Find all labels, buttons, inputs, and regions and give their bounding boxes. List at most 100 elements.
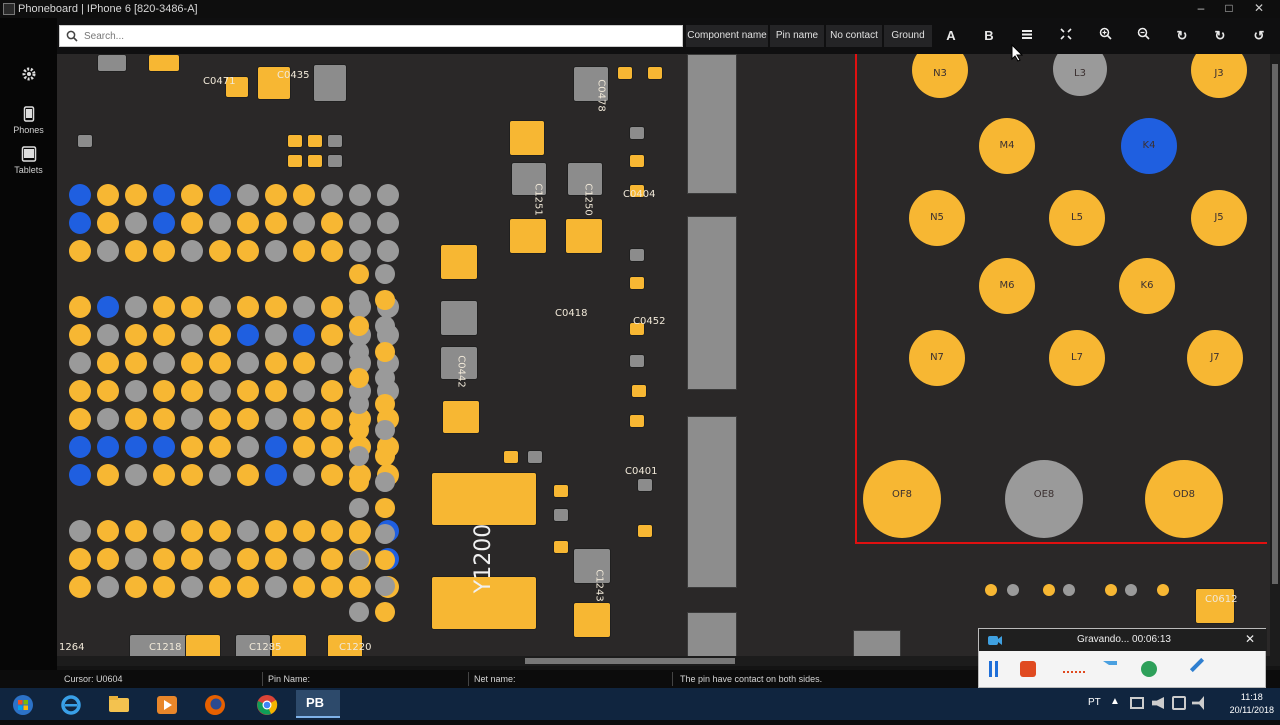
component-pad[interactable] (440, 244, 478, 280)
pin-pad[interactable] (97, 184, 119, 206)
phoneboard-taskbar-button[interactable]: PB (296, 690, 340, 718)
pin-pad[interactable] (293, 352, 315, 374)
pin-pad[interactable] (321, 380, 343, 402)
component-pad[interactable] (629, 354, 645, 368)
vertical-scrollbar[interactable] (1270, 54, 1280, 666)
pin-pad[interactable] (97, 436, 119, 458)
pin-pad[interactable] (209, 296, 231, 318)
rotate-right-icon[interactable]: ↻ (1214, 28, 1226, 43)
pin-pad[interactable] (265, 296, 287, 318)
layers-icon[interactable] (1012, 25, 1042, 47)
pin-pad[interactable] (237, 520, 259, 542)
component-pad[interactable] (629, 322, 645, 336)
network-icon[interactable] (1130, 697, 1144, 709)
component-pad[interactable] (1195, 588, 1235, 624)
pin-pad[interactable] (293, 324, 315, 346)
pin-pad[interactable] (293, 184, 315, 206)
pin-pad[interactable] (985, 584, 997, 596)
component-pad[interactable] (313, 64, 347, 102)
pin-pad[interactable] (237, 464, 259, 486)
pin-pad[interactable] (375, 576, 395, 596)
pin-pad[interactable] (209, 576, 231, 598)
pin-pad[interactable] (265, 548, 287, 570)
recorder-close-icon[interactable]: ✕ (1245, 632, 1256, 646)
webcam-icon[interactable] (1141, 661, 1157, 677)
pin-pad[interactable] (125, 464, 147, 486)
side-b-button[interactable]: B (984, 28, 994, 43)
component-pad[interactable] (617, 66, 633, 80)
pin-pad[interactable] (97, 240, 119, 262)
pad-od8[interactable]: OD8 (1145, 460, 1223, 538)
pin-pad[interactable] (181, 520, 203, 542)
component-pad[interactable] (573, 548, 611, 584)
pin-pad[interactable] (237, 240, 259, 262)
pin-pad[interactable] (153, 324, 175, 346)
pin-pad[interactable] (97, 380, 119, 402)
pin-pad[interactable] (125, 380, 147, 402)
pin-pad[interactable] (69, 212, 91, 234)
pin-pad[interactable] (349, 576, 369, 596)
component-pad[interactable] (573, 602, 611, 638)
pin-pad[interactable] (265, 352, 287, 374)
component-pad[interactable] (637, 478, 653, 492)
chrome-icon[interactable] (246, 690, 290, 718)
component-pad[interactable] (509, 218, 547, 254)
pin-pad[interactable] (349, 264, 369, 284)
pin-pad[interactable] (293, 464, 315, 486)
pin-pad[interactable] (321, 548, 343, 570)
pin-pad[interactable] (125, 408, 147, 430)
pin-pad[interactable] (69, 464, 91, 486)
pin-pad[interactable] (69, 324, 91, 346)
pin-pad[interactable] (375, 264, 395, 284)
component-pad[interactable] (509, 120, 545, 156)
pin-pad[interactable] (181, 408, 203, 430)
language-indicator[interactable]: PT (1088, 697, 1101, 708)
component-pad[interactable] (567, 162, 603, 196)
pin-pad[interactable] (181, 184, 203, 206)
pin-pad[interactable] (1063, 584, 1075, 596)
pin-pad[interactable] (125, 548, 147, 570)
pin-pad[interactable] (153, 212, 175, 234)
pin-pad[interactable] (375, 420, 395, 440)
clock[interactable]: 11:18 20/11/2018 (1230, 691, 1274, 717)
pin-pad[interactable] (349, 472, 369, 492)
component-pad[interactable] (307, 134, 323, 148)
pin-pad[interactable] (237, 436, 259, 458)
stop-icon[interactable] (1020, 661, 1036, 677)
pin-pad[interactable] (1157, 584, 1169, 596)
component-pad[interactable] (629, 248, 645, 262)
pin-pad[interactable] (153, 576, 175, 598)
pencil-icon[interactable] (1189, 657, 1205, 673)
connector-bar[interactable] (687, 54, 737, 194)
pin-pad[interactable] (153, 352, 175, 374)
pin-pad[interactable] (209, 408, 231, 430)
component-name-button[interactable]: Component name (686, 25, 768, 47)
pin-pad[interactable] (125, 352, 147, 374)
pin-pad[interactable] (375, 550, 395, 570)
pin-pad[interactable] (69, 520, 91, 542)
pin-pad[interactable] (237, 324, 259, 346)
ie-icon[interactable] (50, 690, 94, 718)
pin-pad[interactable] (209, 240, 231, 262)
pin-pad[interactable] (321, 436, 343, 458)
pin-pad[interactable] (209, 184, 231, 206)
pin-pad[interactable] (293, 240, 315, 262)
component-pad[interactable] (637, 524, 653, 538)
pin-pad[interactable] (209, 464, 231, 486)
pin-pad[interactable] (153, 296, 175, 318)
component-pad[interactable] (327, 154, 343, 168)
pin-pad[interactable] (293, 380, 315, 402)
pin-pad[interactable] (209, 436, 231, 458)
component-pad[interactable] (629, 276, 645, 290)
fit-screen-icon[interactable] (1051, 25, 1081, 47)
pin-pad[interactable] (125, 212, 147, 234)
pin-pad[interactable] (349, 316, 369, 336)
sidebar-item-tablets[interactable]: Tablets (0, 146, 57, 175)
pin-pad[interactable] (125, 296, 147, 318)
component-pad[interactable] (629, 154, 645, 168)
pad-j5[interactable]: J5 (1191, 190, 1247, 246)
pin-pad[interactable] (1125, 584, 1137, 596)
minimize-button[interactable]: – (1197, 1, 1205, 15)
pin-pad[interactable] (349, 368, 369, 388)
pin-pad[interactable] (69, 352, 91, 374)
